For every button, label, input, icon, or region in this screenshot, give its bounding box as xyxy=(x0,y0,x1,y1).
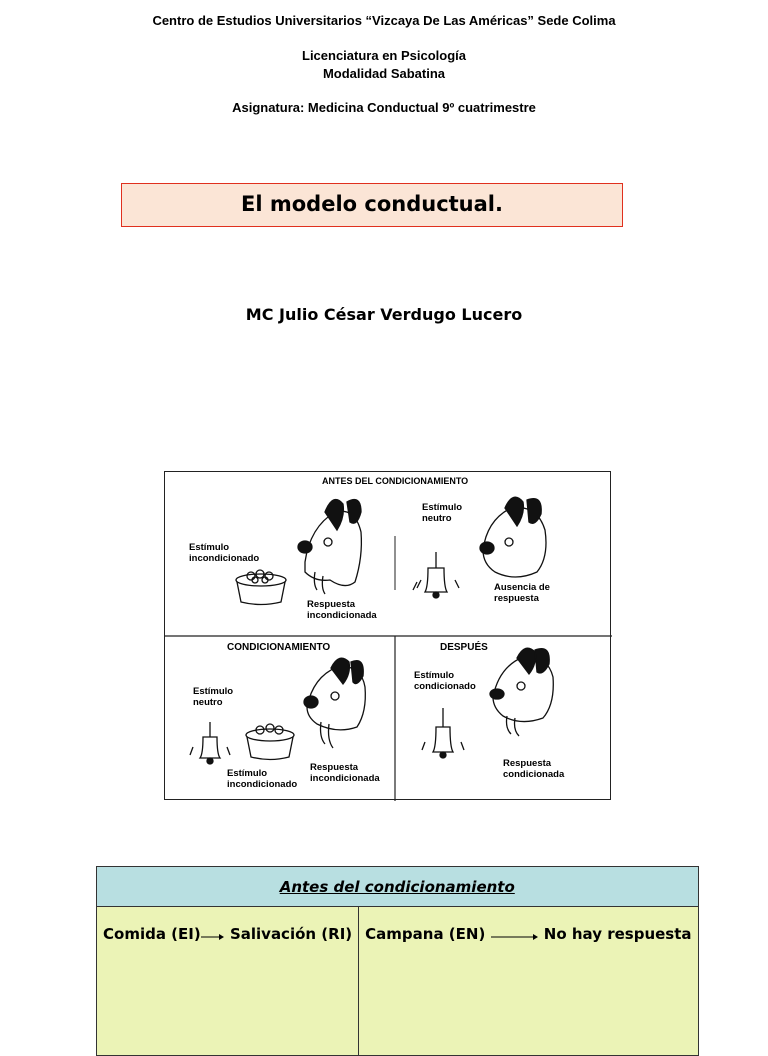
right-response: No hay respuesta xyxy=(543,925,692,943)
panel-title-before: ANTES DEL CONDICIONAMIENTO xyxy=(322,476,469,486)
institution-line: Centro de Estudios Universitarios “Vizca… xyxy=(152,13,616,28)
panel2-response-label: Ausencia de respuesta xyxy=(494,582,550,604)
panel3-neutral-label: Estímulo neutro xyxy=(193,686,234,708)
left-response: Salivación (RI) xyxy=(229,925,353,943)
modality-line: Modalidad Sabatina xyxy=(322,66,446,81)
dog-salivating-icon xyxy=(297,498,363,595)
panel-title-after: DESPUÉS xyxy=(440,642,488,653)
arrow-icon xyxy=(200,926,225,944)
bell-icon-2 xyxy=(189,722,231,765)
table-header: Antes del condicionamiento xyxy=(96,866,699,907)
left-stimulus: Comida (EI) xyxy=(103,925,201,943)
right-cell: Campana (EN) No hay respuesta xyxy=(358,906,699,1056)
panel-title-conditioning: CONDICIONAMIENTO xyxy=(227,642,331,653)
subject-line: Asignatura: Medicina Conductual 9º cuatr… xyxy=(232,100,536,115)
panel1-stimulus-label: Estímulo incondicionado xyxy=(189,542,260,564)
bell-icon-3 xyxy=(421,708,465,759)
right-stimulus: Campana (EN) xyxy=(365,925,486,943)
panel4-stimulus-label: Estímulo condicionado xyxy=(414,670,476,692)
panel3-response-label: Respuesta incondicionada xyxy=(310,762,380,784)
figure-drawing xyxy=(165,496,612,801)
food-bowl-icon-2 xyxy=(245,723,295,761)
panel4-response-label: Respuesta condicionada xyxy=(503,758,565,780)
food-bowl-icon xyxy=(235,569,287,606)
dog-neutral-icon xyxy=(479,496,547,578)
panel1-response-label: Respuesta incondicionada xyxy=(307,599,377,621)
panel3-unconditioned-label: Estímulo incondicionado xyxy=(227,768,298,790)
dog-conditioned-icon xyxy=(489,647,554,737)
left-cell: Comida (EI) Salivación (RI) xyxy=(95,906,360,1056)
arrow-icon-2 xyxy=(490,926,539,944)
program-line: Licenciatura en Psicología xyxy=(302,48,466,63)
bell-icon xyxy=(412,552,460,599)
conditioning-figure: ANTES DEL CONDICIONAMIENTO Estímulo inco… xyxy=(164,471,612,801)
document-title: El modelo conductual. xyxy=(121,183,623,227)
panel2-stimulus-label: Estímulo neutro xyxy=(422,502,463,524)
summary-table: Antes del condicionamiento Comida (EI) S… xyxy=(95,866,699,1056)
dog-drooling-icon xyxy=(303,657,366,749)
author-name: MC Julio César Verdugo Lucero xyxy=(245,305,523,324)
